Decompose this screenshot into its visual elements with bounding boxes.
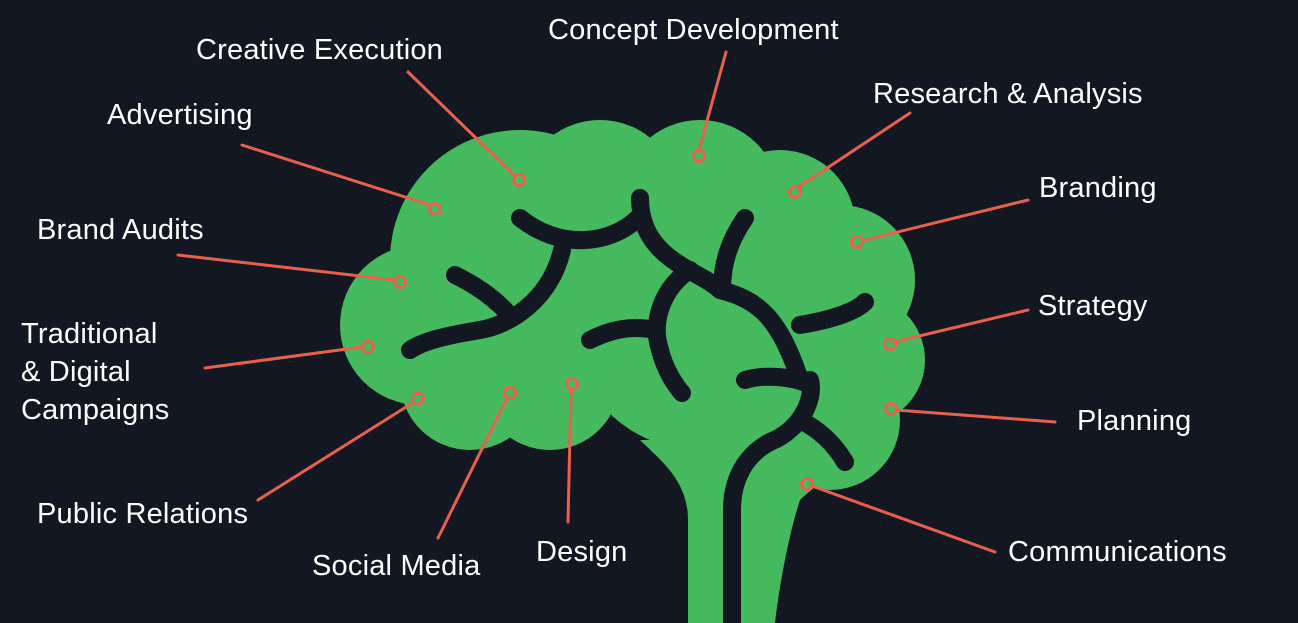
label-social-media: Social Media (312, 550, 481, 582)
marker-creative-execution (512, 173, 526, 187)
marker-communications (800, 477, 814, 491)
label-concept-development: Concept Development (548, 14, 839, 46)
marker-strategy (883, 337, 897, 351)
label-traditional-line2: & Digital (21, 356, 131, 388)
label-advertising: Advertising (107, 99, 253, 131)
marker-planning (884, 402, 898, 416)
label-brand-audits: Brand Audits (37, 214, 204, 246)
marker-advertising (428, 202, 442, 216)
marker-concept-development (692, 149, 706, 163)
label-creative-execution: Creative Execution (196, 34, 443, 66)
connector-lines (176, 50, 1057, 554)
marker-traditional (361, 340, 375, 354)
connector-markers (361, 149, 898, 491)
label-branding: Branding (1039, 172, 1157, 204)
marker-branding (850, 235, 864, 249)
marker-research-analysis (788, 185, 802, 199)
label-traditional-line1: Traditional (21, 318, 158, 350)
brain-folds (401, 189, 874, 623)
label-traditional-line3: Campaigns (21, 394, 170, 426)
marker-design (565, 377, 579, 391)
marker-social-media (503, 386, 517, 400)
marker-brand-audits (393, 275, 407, 289)
label-research-analysis: Research & Analysis (873, 78, 1143, 110)
label-public-relations: Public Relations (37, 498, 249, 530)
label-communications: Communications (1008, 536, 1227, 568)
label-planning: Planning (1077, 405, 1192, 437)
label-strategy: Strategy (1038, 290, 1148, 322)
marker-public-relations (411, 392, 425, 406)
label-traditional-digital-campaigns: Traditional & Digital Campaigns (21, 315, 170, 429)
label-design: Design (536, 536, 628, 568)
